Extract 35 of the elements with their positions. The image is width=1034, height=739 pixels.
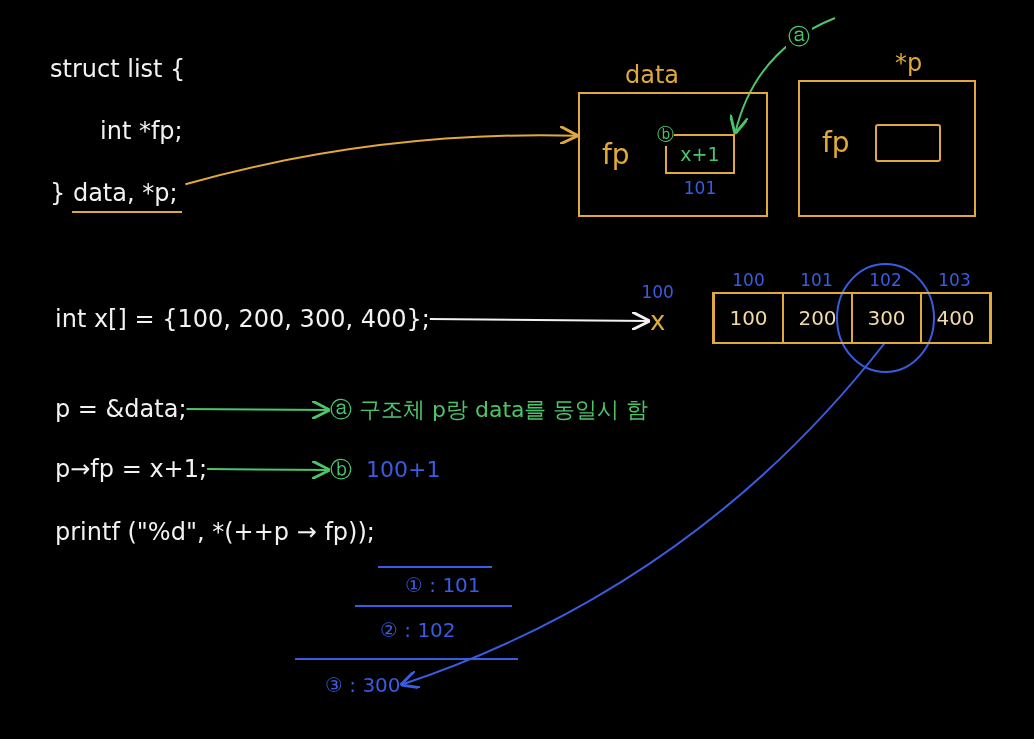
- field-label: fp: [822, 126, 850, 159]
- code-line: struct list {: [50, 55, 186, 83]
- array-cell: 100: [715, 294, 782, 342]
- field-label: fp: [602, 138, 630, 171]
- annotation-text: 100: [641, 282, 674, 302]
- step-marker: ⓑ: [330, 457, 352, 482]
- memory-cell: [875, 124, 941, 162]
- code-line: printf ("%d", *(++p → fp));: [55, 518, 375, 546]
- code-line: int *fp;: [100, 117, 183, 145]
- annotation-text: 100+1: [366, 457, 441, 482]
- box-heading: *p: [895, 49, 923, 77]
- code-line: int x[] = {100, 200, 300, 400};: [55, 305, 430, 333]
- annotation-text: 101: [683, 178, 717, 198]
- arrow: [399, 341, 887, 689]
- annotation-text: 102: [869, 270, 902, 290]
- annotation-text: 103: [938, 270, 971, 290]
- code-line: p→fp = x+1;: [55, 455, 208, 483]
- arrow: [185, 399, 332, 421]
- code-line: p = &data;: [55, 395, 187, 423]
- arrow: [206, 459, 332, 481]
- box-heading: data: [625, 61, 680, 89]
- array-strip: [712, 292, 992, 344]
- result-text: ① : 101: [405, 573, 481, 597]
- array-cell: 400: [920, 294, 989, 342]
- arrow: [184, 125, 580, 186]
- annotation-text: 100: [732, 270, 765, 290]
- code-line: } data, *p;: [50, 179, 178, 207]
- variable-name: x: [650, 306, 666, 336]
- annotation-text: 101: [800, 270, 833, 290]
- result-text: ③ : 300: [325, 673, 401, 697]
- result-text: ② : 102: [380, 618, 456, 642]
- annotation-text: ⓐ 구조체 p랑 data를 동일시 함: [330, 395, 649, 425]
- array-cell: 200: [782, 294, 851, 342]
- array-cell: 300: [851, 294, 920, 342]
- arrow: [428, 310, 652, 332]
